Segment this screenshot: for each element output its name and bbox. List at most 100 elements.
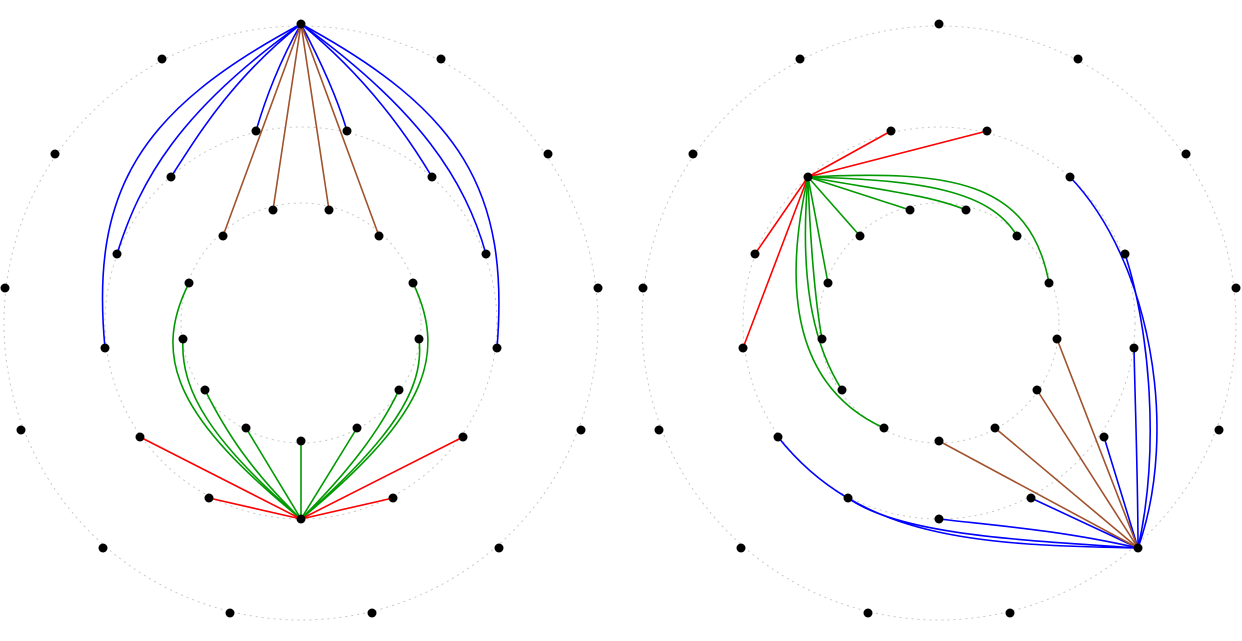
left-node (16, 425, 26, 435)
left-node (204, 493, 214, 503)
right-brown-edge (1036, 389, 1139, 549)
right-blue-edge (1030, 497, 1139, 549)
left-blue-edge (300, 23, 500, 349)
left-diagram (0, 19, 603, 621)
left-red-edge (139, 436, 302, 520)
right-node (1052, 334, 1062, 344)
right-upper-left-hub-node (803, 172, 813, 182)
right-node (823, 278, 833, 288)
right-outer-ring (641, 25, 1237, 621)
left-node (157, 54, 167, 64)
left-node (178, 334, 188, 344)
right-green-edge (804, 176, 843, 391)
right-node (855, 231, 865, 241)
right-green-edge (807, 176, 1018, 237)
right-node (843, 493, 853, 503)
left-brown-edges (222, 23, 380, 237)
right-red-edge (807, 130, 892, 178)
right-brown-edges (938, 338, 1139, 549)
right-node (961, 205, 971, 215)
right-node (1120, 249, 1130, 259)
right-diagram (638, 19, 1241, 621)
right-red-edge (742, 176, 809, 349)
right-green-edge (807, 176, 829, 284)
right-blue-edge (938, 518, 1139, 549)
right-green-edge (807, 174, 1050, 284)
right-blue-edge (1124, 253, 1151, 549)
left-node (324, 205, 334, 215)
left-node (100, 343, 110, 353)
right-node (1032, 385, 1042, 395)
right-green-edges (795, 174, 1050, 429)
right-node (738, 343, 748, 353)
right-node (879, 423, 889, 433)
right-blue-edge (1133, 347, 1139, 549)
right-node (905, 205, 915, 215)
right-green-edge (795, 176, 885, 429)
left-node (241, 423, 251, 433)
right-node (982, 126, 992, 136)
right-guide-rings (641, 25, 1237, 621)
right-node (750, 249, 760, 259)
left-node (0, 283, 10, 293)
left-blue-edge (255, 23, 302, 132)
left-green-edge (245, 427, 302, 520)
left-bottom-hub-node (296, 514, 306, 524)
right-node (1005, 608, 1015, 618)
left-brown-edge (300, 23, 330, 211)
left-top-hub-node (296, 19, 306, 29)
right-blue-edge (777, 436, 1139, 549)
left-red-edge (208, 497, 302, 520)
left-node (268, 205, 278, 215)
left-node (251, 126, 261, 136)
right-node (736, 543, 746, 553)
right-node (773, 432, 783, 442)
left-node (98, 543, 108, 553)
left-green-edges (172, 282, 429, 520)
right-node (863, 608, 873, 618)
left-node (408, 278, 418, 288)
left-node (367, 608, 377, 618)
right-node (886, 126, 896, 136)
left-outer-ring (3, 25, 599, 621)
left-node (436, 54, 446, 64)
right-node (934, 19, 944, 29)
right-green-edge (807, 176, 967, 211)
right-node (795, 54, 805, 64)
left-node (427, 172, 437, 182)
right-nodes (638, 19, 1241, 618)
right-node (990, 423, 1000, 433)
right-blue-edge (1069, 176, 1158, 549)
left-node (593, 283, 603, 293)
right-node (1231, 283, 1241, 293)
left-brown-edge (272, 23, 302, 211)
left-blue-edges (101, 23, 500, 349)
left-brown-edge (300, 23, 380, 237)
right-node (817, 334, 827, 344)
left-node (296, 436, 306, 446)
left-brown-edge (222, 23, 302, 237)
right-node (1073, 54, 1083, 64)
right-node (934, 514, 944, 524)
right-brown-edge (1056, 338, 1139, 549)
left-node (184, 278, 194, 288)
left-green-edge (182, 338, 302, 520)
right-lower-right-hub-node (1133, 543, 1143, 553)
left-red-edges (139, 436, 464, 520)
right-node (1099, 432, 1109, 442)
left-inner-ring (180, 202, 422, 444)
left-blue-edge (300, 23, 433, 178)
left-blue-edge (300, 23, 348, 132)
left-blue-edge (170, 23, 302, 178)
right-green-edge (807, 176, 823, 340)
right-green-edge (807, 176, 911, 211)
right-blue-edge (1103, 436, 1139, 549)
left-green-edge (300, 338, 421, 520)
left-green-edge (300, 389, 400, 520)
left-blue-edge (300, 23, 487, 255)
left-node (166, 172, 176, 182)
right-node (654, 425, 664, 435)
right-node (1065, 172, 1075, 182)
right-red-edges (742, 130, 988, 349)
